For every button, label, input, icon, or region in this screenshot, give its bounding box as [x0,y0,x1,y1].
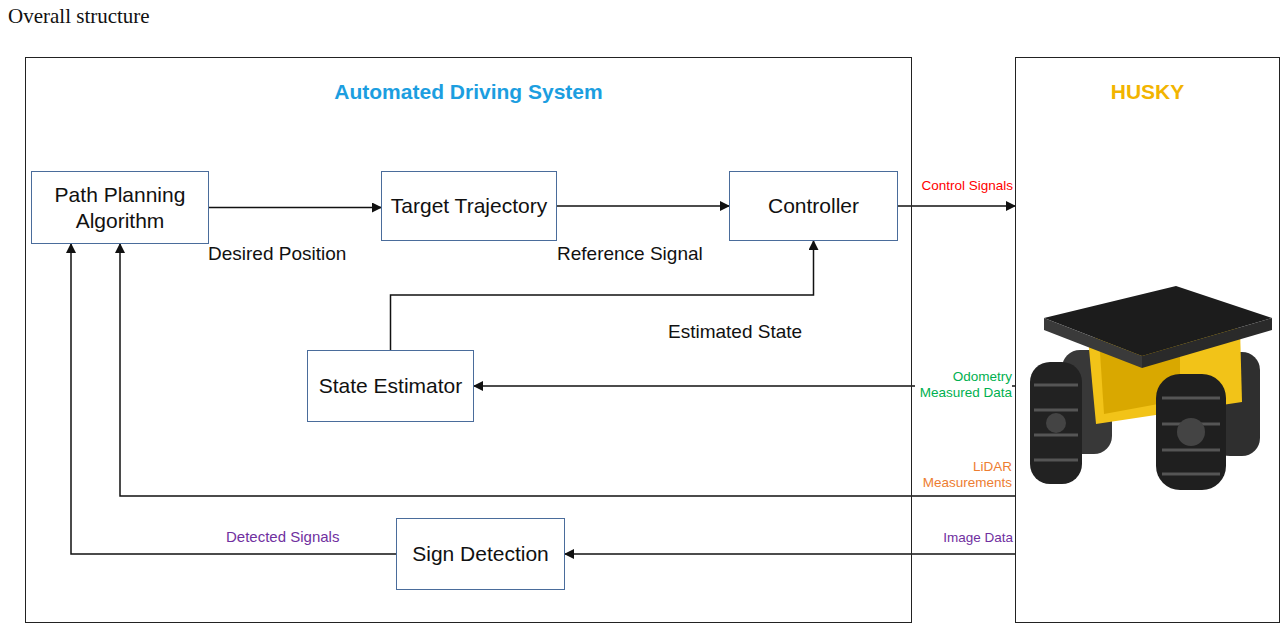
front-wheel [1156,374,1226,490]
box-label: Controller [762,193,865,218]
signal-label: Image Data [925,530,1013,546]
box-label: Path Planning Algorithm [32,182,208,232]
signal-label: Odometry Measured Data [915,369,1012,401]
process-box: Controller [729,171,898,241]
wheel-hub [1046,413,1066,433]
signal-arrow [565,553,1015,555]
diagram-title: Overall structure [8,4,150,29]
box-label: Sign Detection [406,541,555,566]
front-wheel [1030,362,1082,484]
signal-arrow [120,244,1015,496]
top-plate-edge [1044,318,1142,368]
signal-label: Control Signals [917,178,1013,194]
robot-boundary: HUSKY [1015,57,1280,623]
wheel-tread [1034,385,1220,474]
signal-label: Estimated State [668,321,838,344]
group-heading: HUSKY [1016,80,1279,104]
signal-label: Desired Position [208,243,378,266]
top-plate-edge [1142,318,1272,368]
group-heading: Automated Driving System [26,80,911,104]
signal-label: Detected Signals [226,528,376,546]
signal-arrow [898,205,1015,207]
process-box: Sign Detection [396,518,565,590]
top-plate [1044,286,1272,356]
process-box: State Estimator [307,350,474,422]
husky-robot [1030,286,1272,490]
box-label: State Estimator [313,373,469,398]
signal-arrow [557,205,729,207]
process-box: Target Trajectory [381,171,557,241]
process-box: Path Planning Algorithm [31,171,209,244]
wheel-hub [1177,418,1205,446]
box-label: Target Trajectory [385,193,553,218]
signal-arrow [209,207,381,209]
signal-label: Reference Signal [557,243,727,266]
signal-label: LiDAR Measurements [915,459,1012,491]
